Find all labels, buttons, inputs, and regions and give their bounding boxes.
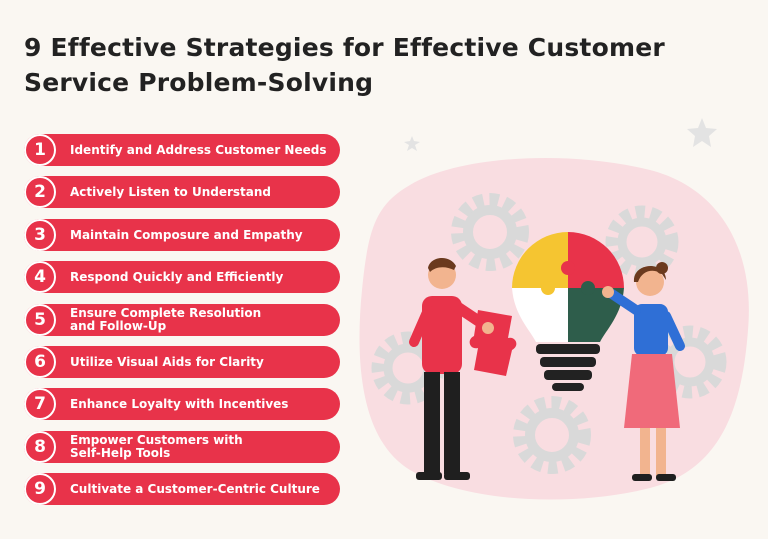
strategy-label: Identify and Address Customer Needs <box>70 142 327 157</box>
strategy-item-1: 1 Identify and Address Customer Needs <box>24 134 340 166</box>
strategy-item-5: 5 Ensure Complete Resolution and Follow-… <box>24 303 340 336</box>
lightbulb-puzzle-icon <box>512 232 624 391</box>
strategy-number: 7 <box>24 388 56 421</box>
strategy-item-3: 3 Maintain Composure and Empathy <box>24 218 340 251</box>
strategy-number: 4 <box>24 261 56 294</box>
strategy-label: Maintain Composure and Empathy <box>70 227 303 242</box>
strategy-label: Cultivate a Customer-Centric Culture <box>70 481 320 496</box>
strategy-number: 1 <box>24 134 56 166</box>
woman-figure <box>602 262 685 481</box>
page-title: 9 Effective Strategies for Effective Cus… <box>24 33 665 97</box>
strategy-item-8: 8 Empower Customers with Self-Help Tools <box>24 430 340 463</box>
strategy-label: Ensure Complete Resolution and Follow-Up <box>70 306 262 333</box>
strategy-number: 8 <box>24 430 56 463</box>
man-figure <box>409 257 494 480</box>
strategy-number: 5 <box>24 303 56 336</box>
strategy-number: 9 <box>24 473 56 506</box>
strategy-label: Enhance Loyalty with Incentives <box>70 397 289 412</box>
strategy-item-4: 4 Respond Quickly and Efficiently <box>24 261 340 294</box>
strategy-list: 1 Identify and Address Customer Needs 2 … <box>24 134 340 516</box>
strategy-item-6: 6 Utilize Visual Aids for Clarity <box>24 345 340 378</box>
strategy-item-9: 9 Cultivate a Customer-Centric Culture <box>24 473 340 506</box>
strategy-label: Actively Listen to Understand <box>70 185 272 200</box>
strategy-label: Empower Customers with Self-Help Tools <box>70 433 243 460</box>
strategy-number: 6 <box>24 345 56 378</box>
strategy-number: 3 <box>24 218 56 251</box>
strategy-label: Utilize Visual Aids for Clarity <box>70 354 264 369</box>
gear-icon <box>451 193 529 271</box>
teamwork-illustration <box>359 118 749 500</box>
strategy-number: 2 <box>24 176 56 209</box>
strategy-label: Respond Quickly and Efficiently <box>70 269 284 284</box>
star-icon <box>687 118 717 147</box>
star-icon <box>404 136 420 151</box>
gear-icon <box>513 396 591 474</box>
strategy-item-2: 2 Actively Listen to Understand <box>24 176 340 209</box>
strategy-item-7: 7 Enhance Loyalty with Incentives <box>24 388 340 421</box>
